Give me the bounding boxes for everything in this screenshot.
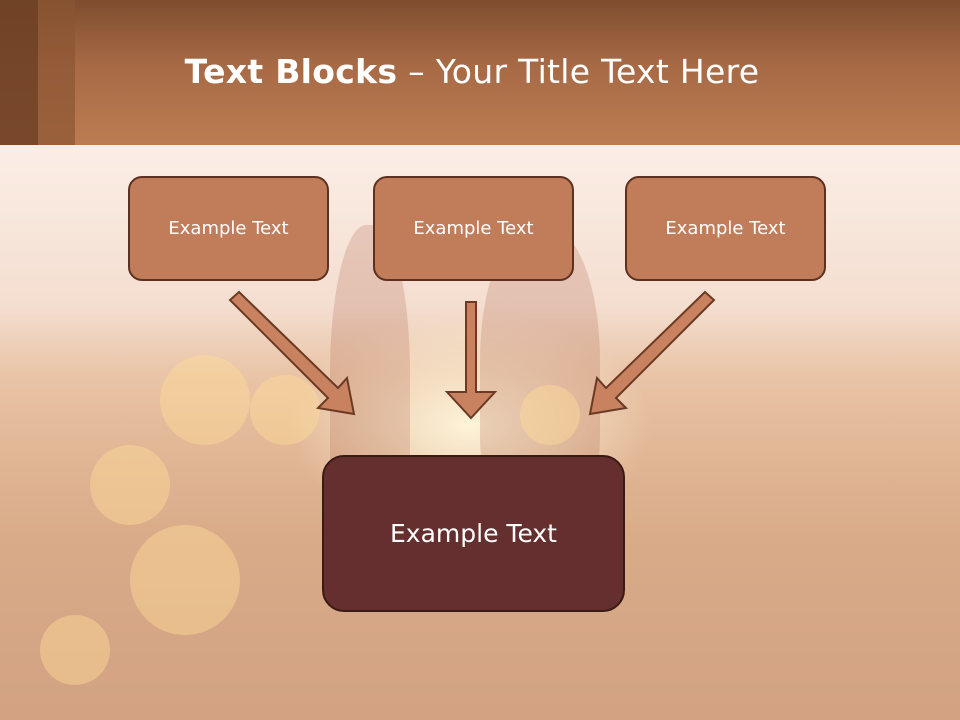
title-rest: Your Title Text Here — [435, 52, 760, 91]
bokeh-light — [90, 445, 170, 525]
accent-stripe-mid — [38, 0, 75, 145]
accent-stripe-dark — [0, 0, 38, 145]
title-dash: – — [397, 52, 436, 91]
text-block-3: Example Text — [625, 176, 826, 281]
slide-title: Text Blocks – Your Title Text Here — [0, 52, 944, 91]
text-block-2-label: Example Text — [413, 218, 534, 239]
bokeh-light — [40, 615, 110, 685]
bokeh-light — [250, 375, 320, 445]
text-block-1-label: Example Text — [168, 218, 289, 239]
title-bold-part: Text Blocks — [184, 52, 398, 91]
arrow-right — [588, 290, 716, 416]
main-text-block-label: Example Text — [390, 519, 557, 548]
bokeh-light — [160, 355, 250, 445]
main-text-block: Example Text — [322, 455, 625, 612]
bokeh-light — [520, 385, 580, 445]
bokeh-light — [130, 525, 240, 635]
text-block-1: Example Text — [128, 176, 329, 281]
title-bar: Text Blocks – Your Title Text Here — [0, 0, 960, 145]
text-block-3-label: Example Text — [665, 218, 786, 239]
arrow-left — [228, 290, 356, 416]
arrow-center — [444, 301, 498, 420]
text-block-2: Example Text — [373, 176, 574, 281]
